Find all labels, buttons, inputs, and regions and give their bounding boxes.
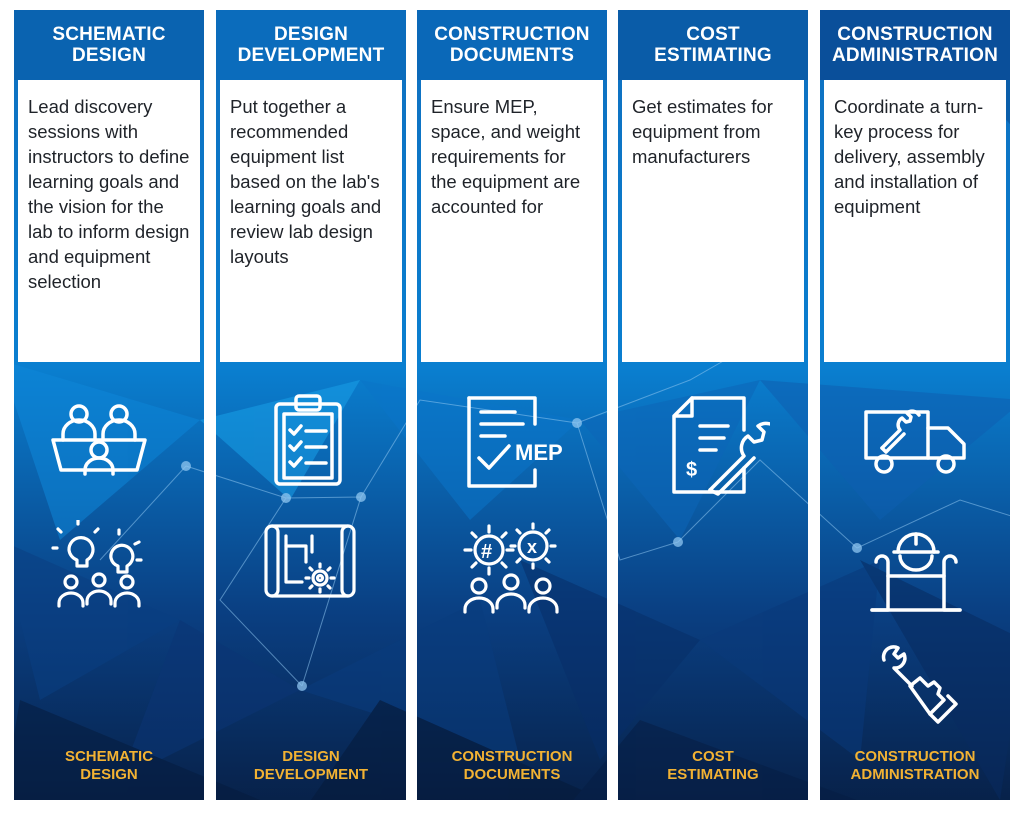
column-cost-estimating: COST ESTIMATING Get estimates for equipm…	[618, 10, 808, 800]
column-design-development: DESIGN DEVELOPMENT Put together a recomm…	[216, 10, 406, 800]
description-box: Get estimates for equipment from manufac…	[622, 80, 804, 362]
column-footer-label: SCHEMATIC DESIGN	[64, 748, 154, 783]
description-text: Put together a recommended equipment lis…	[230, 96, 382, 267]
column-title: CONSTRUCTION ADMINISTRATION	[831, 24, 999, 66]
svg-text:x: x	[527, 537, 537, 557]
column-construction-administration: CONSTRUCTION ADMINISTRATION Coordinate a…	[820, 10, 1010, 800]
description-text: Get estimates for equipment from manufac…	[632, 96, 773, 167]
description-box: Ensure MEP, space, and weight requiremen…	[421, 80, 603, 362]
worker-hardhat-icon	[868, 522, 964, 616]
column-schematic-design: SCHEMATIC DESIGN Lead discovery sessions…	[14, 10, 204, 800]
column-footer-label: CONSTRUCTION ADMINISTRATION	[850, 748, 980, 783]
description-box: Lead discovery sessions with instructors…	[18, 80, 200, 362]
checklist-clipboard-icon	[272, 392, 344, 488]
delivery-truck-icon	[862, 408, 970, 476]
brainstorm-ideas-icon	[49, 520, 149, 610]
svg-text:MEP: MEP	[515, 440, 563, 465]
column-title: CONSTRUCTION DOCUMENTS	[434, 24, 590, 66]
description-box: Coordinate a turn-key process for delive…	[824, 80, 1006, 362]
column-title: SCHEMATIC DESIGN	[52, 24, 166, 66]
column-title: DESIGN DEVELOPMENT	[237, 24, 385, 66]
blueprint-gear-icon	[262, 522, 358, 598]
team-gears-icon: # x	[459, 522, 563, 614]
column-title: COST ESTIMATING	[654, 24, 772, 66]
column-footer-label: CONSTRUCTION DOCUMENTS	[451, 748, 573, 783]
description-box: Put together a recommended equipment lis…	[220, 80, 402, 362]
estimate-document-wrench-icon: $	[670, 394, 770, 496]
meeting-group-icon	[49, 400, 149, 480]
hand-wrench-icon	[876, 642, 962, 728]
mep-document-icon: MEP	[465, 394, 569, 490]
column-footer-label: DESIGN DEVELOPMENT	[253, 748, 369, 783]
svg-text:#: #	[481, 541, 492, 563]
column-construction-documents: CONSTRUCTION DOCUMENTS Ensure MEP, space…	[417, 10, 607, 800]
svg-text:$: $	[686, 459, 697, 481]
description-text: Ensure MEP, space, and weight requiremen…	[431, 96, 581, 217]
column-footer-label: COST ESTIMATING	[667, 748, 759, 783]
description-text: Coordinate a turn-key process for delive…	[834, 96, 985, 217]
description-text: Lead discovery sessions with instructors…	[28, 96, 190, 292]
